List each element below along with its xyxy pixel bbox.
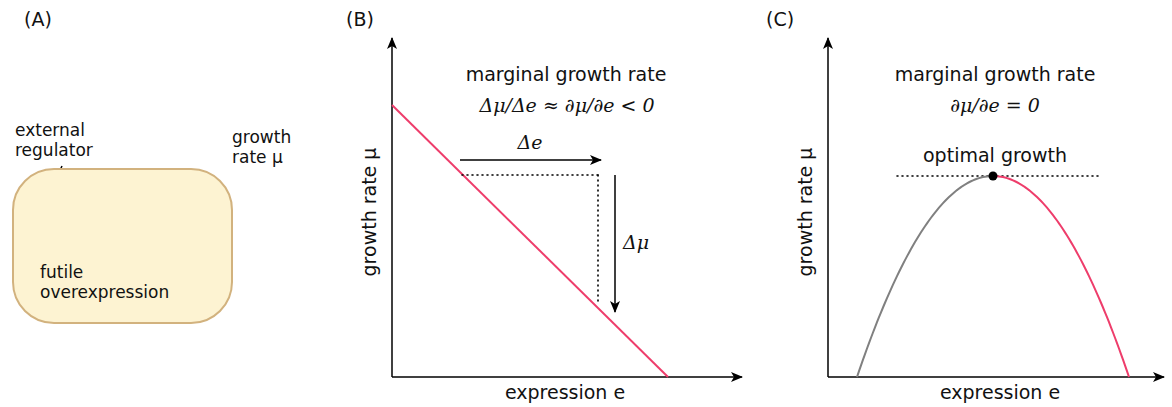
- input-label: external regulator: [15, 121, 115, 160]
- formula: ∂μ/∂e = 0: [950, 95, 1040, 117]
- plot-heading: marginal growth rate: [466, 64, 667, 86]
- cell-label: futile overexpression: [40, 262, 205, 303]
- plot-heading: marginal growth rate: [895, 64, 1096, 86]
- optimum-dot: [989, 172, 998, 181]
- delta-arrow: [614, 175, 616, 312]
- y-axis: [391, 38, 393, 377]
- dotted-guide: [462, 174, 598, 176]
- growth-curve: [993, 176, 1129, 377]
- axis-title: growth rate μ: [359, 148, 381, 277]
- x-axis: [828, 376, 1164, 378]
- x-axis: [392, 376, 742, 378]
- growth-line: [392, 105, 668, 377]
- axis-title: growth rate μ: [795, 148, 817, 277]
- cell-outline: futile overexpression: [12, 168, 233, 324]
- delta-arrow: [460, 159, 601, 161]
- delta-label: Δe: [518, 132, 543, 154]
- dotted-guide: [597, 175, 599, 304]
- annotation: optimal growth: [923, 145, 1067, 167]
- y-axis: [827, 38, 829, 377]
- panel-letter: (A): [24, 9, 52, 31]
- formula: Δμ/Δe ≈ ∂μ/∂e < 0: [479, 95, 654, 117]
- axis-title: expression e: [940, 382, 1060, 404]
- panel-letter: (C): [766, 9, 794, 31]
- panel-letter: (B): [346, 9, 374, 31]
- growth-curve: [857, 176, 993, 377]
- axis-title: expression e: [505, 382, 625, 404]
- delta-label: Δμ: [623, 232, 649, 254]
- output-label: growth rate μ: [232, 128, 304, 167]
